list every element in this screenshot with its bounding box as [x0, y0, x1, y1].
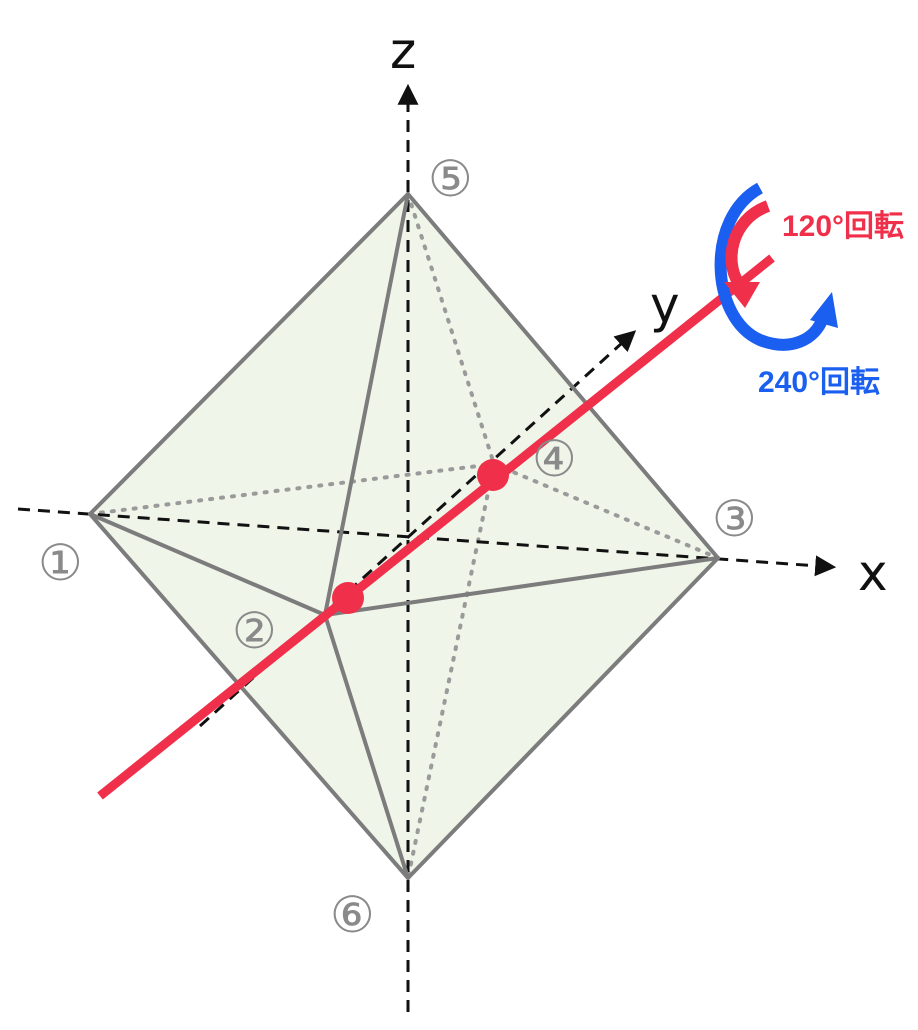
hidden-edges [88, 192, 720, 880]
rotation-axis [97, 254, 775, 800]
vertex-label-3: ③ [712, 490, 757, 548]
rotation-240-label: 240°回転 [758, 366, 880, 399]
y-axis-label: y [650, 276, 680, 334]
face-center-point-back [477, 459, 509, 491]
visible-edges [88, 192, 720, 880]
x-axis-label: x [858, 544, 888, 602]
vertex-label-1: ① [38, 534, 83, 592]
vertex-label-5: ⑤ [428, 150, 473, 208]
rotation-240-arrow [714, 182, 838, 351]
z-axis-label: z [390, 22, 416, 80]
rotation-120-label: 120°回転 [782, 210, 904, 243]
vertex-label-2: ② [232, 602, 277, 660]
vertex-label-6: ⑥ [330, 886, 375, 944]
rotation-120-arrow [724, 200, 771, 308]
vertex-label-4: ④ [532, 430, 577, 488]
y-axis [198, 330, 637, 728]
face-center-point-front [332, 582, 364, 614]
